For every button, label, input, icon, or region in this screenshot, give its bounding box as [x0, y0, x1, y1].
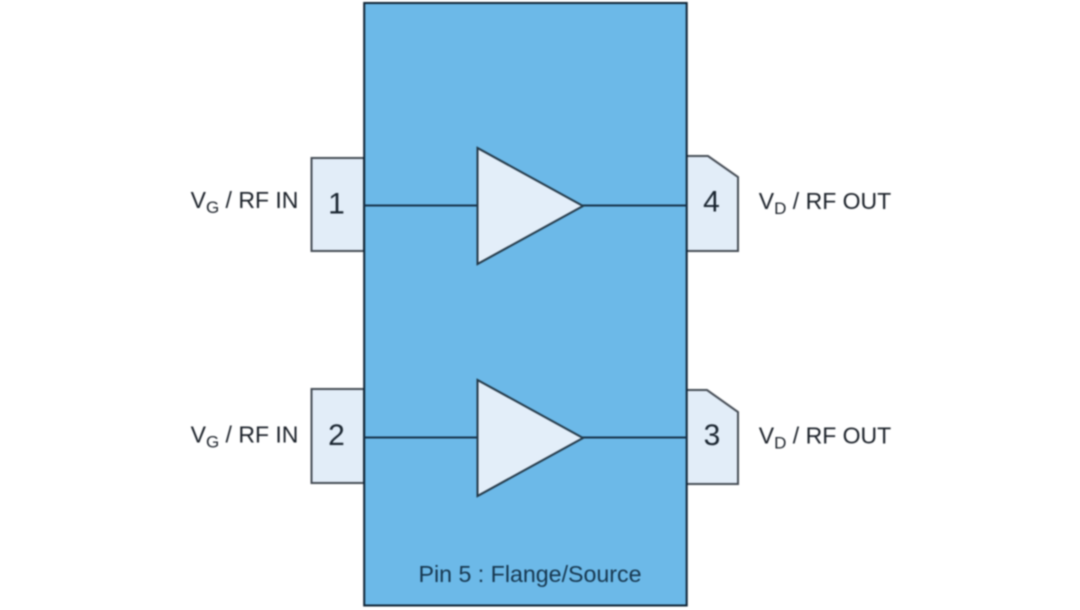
- svg-text:1: 1: [328, 188, 345, 221]
- svg-text:2: 2: [328, 419, 345, 452]
- svg-text:4: 4: [703, 186, 720, 219]
- svg-text:Pin 5 : Flange/Source: Pin 5 : Flange/Source: [419, 561, 642, 587]
- svg-text:VD / RF OUT: VD / RF OUT: [759, 188, 891, 218]
- svg-text:3: 3: [704, 419, 721, 452]
